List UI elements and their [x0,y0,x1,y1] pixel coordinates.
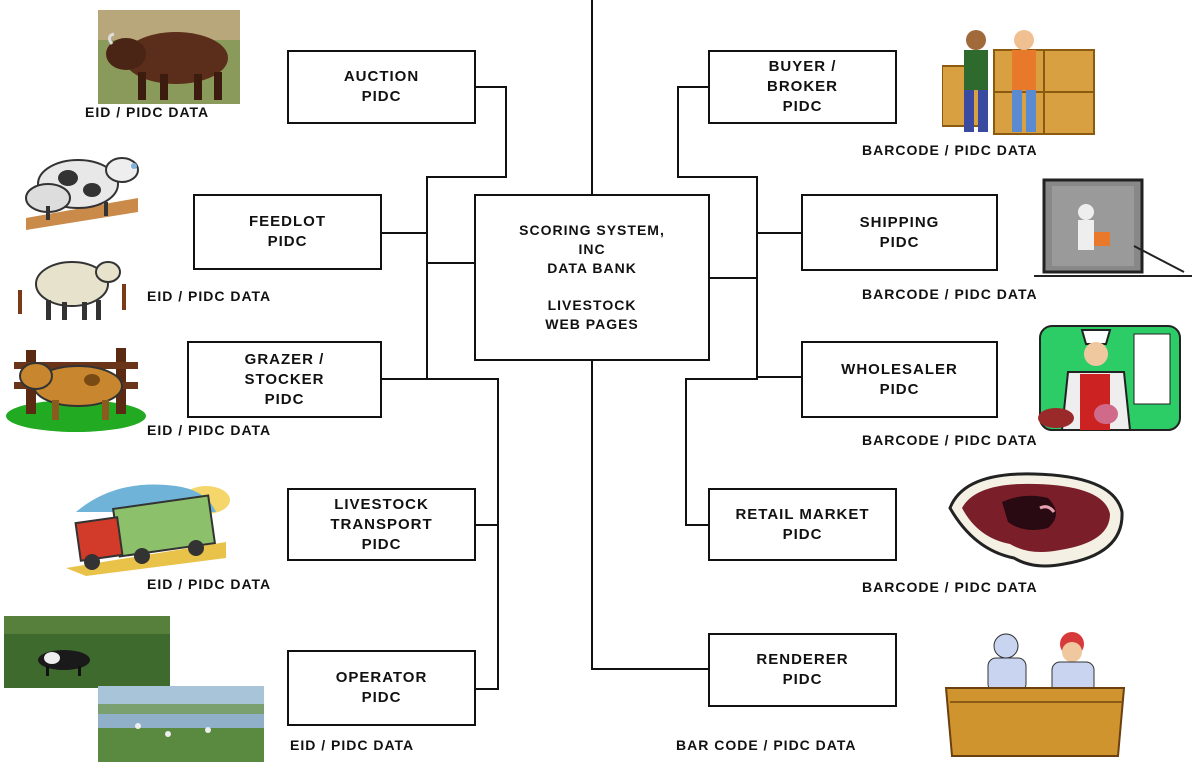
feedlot-pidc: PIDC [267,233,308,250]
auction-box: AUCTION PIDC [287,50,476,124]
retail-pidc: PIDC [782,525,823,543]
livestock-transport-box: LIVESTOCK TRANSPORT PIDC [287,488,476,561]
livestock-truck-icon [56,472,236,576]
auction-data-label: EID / PIDC DATA [85,104,210,120]
workers-boxes-icon [942,26,1100,140]
auction-title: AUCTION [343,68,420,85]
steak-icon [944,468,1128,576]
transport-line-1: LIVESTOCK [334,495,429,513]
lab-workers-icon [940,630,1130,762]
renderer-data-label: BAR CODE / PIDC DATA [676,737,857,753]
operator-title: OPERATOR [335,669,428,686]
pasture-cow-photo-icon [4,616,170,688]
broker-title: BROKER [766,78,838,95]
butcher-icon [1034,322,1184,434]
wholesaler-title: WHOLESALER [841,360,958,378]
auction-pidc: PIDC [361,88,402,105]
renderer-box: RENDERER PIDC [708,633,897,707]
buyer-broker-box: BUYER / BROKER PIDC [708,50,897,124]
transport-data-label: EID / PIDC DATA [147,576,272,592]
loading-dock-icon [1034,176,1192,286]
center-line-5: WEB PAGES [545,316,639,332]
buyer-title: BUYER / [768,58,837,75]
renderer-title: RENDERER [756,651,849,668]
shipping-pidc: PIDC [879,233,920,251]
center-line-4: LIVESTOCK [547,297,637,313]
shipping-data-label: BARCODE / PIDC DATA [862,286,1038,302]
buyer-pidc: PIDC [782,98,823,115]
center-line-3: DATA BANK [547,260,637,276]
data-bank-box: SCORING SYSTEM, INC DATA BANK LIVESTOCK … [474,194,710,361]
feedlot-title: FEEDLOT [249,213,326,230]
operator-pidc: PIDC [361,689,402,706]
dairy-cows-icon [18,138,144,232]
sheep-icon [12,244,132,324]
retail-market-box: RETAIL MARKET PIDC [708,488,897,561]
wholesaler-pidc: PIDC [879,380,920,398]
grazer-pidc: PIDC [264,390,305,408]
bull-photo-icon [98,10,240,104]
wholesaler-box: WHOLESALER PIDC [801,341,998,418]
grazer-stocker-box: GRAZER / STOCKER PIDC [187,341,382,418]
buyer-data-label: BARCODE / PIDC DATA [862,142,1038,158]
renderer-pidc: PIDC [782,671,823,688]
shipping-box: SHIPPING PIDC [801,194,998,271]
stocker-title: STOCKER [244,370,325,388]
wholesaler-data-label: BARCODE / PIDC DATA [862,432,1038,448]
operator-box: OPERATOR PIDC [287,650,476,726]
transport-line-2: TRANSPORT [330,515,433,533]
shipping-title: SHIPPING [859,213,940,231]
grazer-title: GRAZER / [244,350,325,368]
retail-title: RETAIL MARKET [735,505,870,523]
operator-data-label: EID / PIDC DATA [290,737,415,753]
pasture-landscape-photo-icon [98,686,264,762]
cow-fence-icon [4,340,146,432]
grazer-data-label: EID / PIDC DATA [147,422,272,438]
feedlot-box: FEEDLOT PIDC [193,194,382,270]
center-line-2: INC [578,241,606,257]
center-line-1: SCORING SYSTEM, [519,222,665,238]
transport-pidc: PIDC [361,535,402,553]
feedlot-data-label: EID / PIDC DATA [147,288,272,304]
retail-data-label: BARCODE / PIDC DATA [862,579,1038,595]
